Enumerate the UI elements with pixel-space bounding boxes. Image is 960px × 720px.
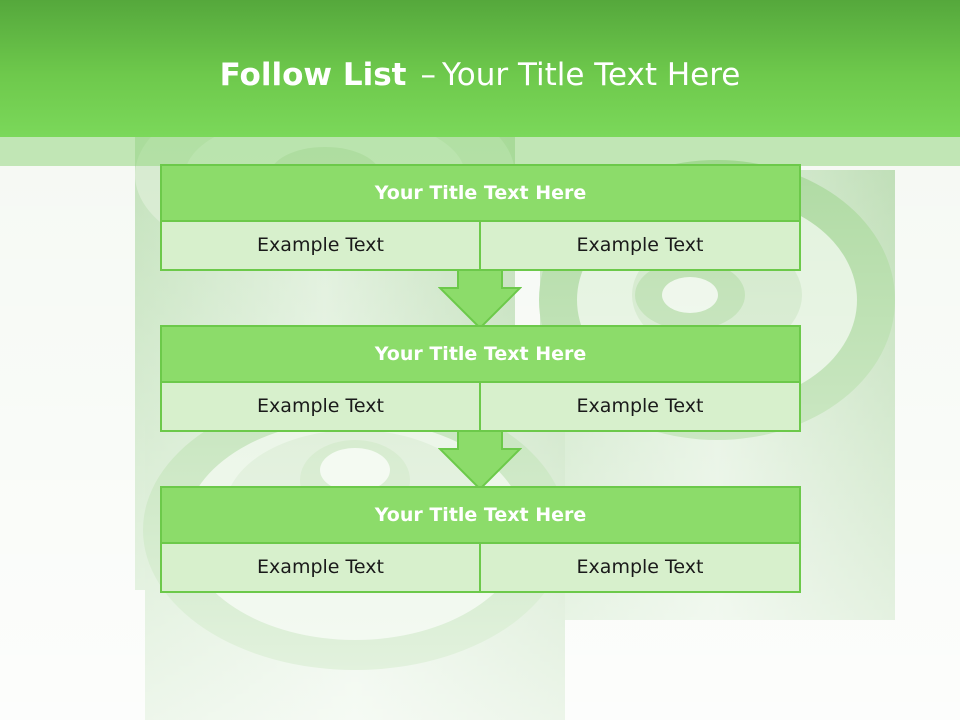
block-title: Your Title Text Here <box>160 164 801 222</box>
block-cell-left: Example Text <box>160 381 481 432</box>
block-title: Your Title Text Here <box>160 325 801 383</box>
block-cell-left: Example Text <box>160 220 481 271</box>
block-title: Your Title Text Here <box>160 486 801 544</box>
down-arrow-icon <box>438 431 522 491</box>
slide-title-rest: Your Title Text Here <box>441 57 741 93</box>
title-bar-strip <box>0 137 960 166</box>
slide-title-separator: – <box>420 57 436 93</box>
down-arrow-icon <box>438 270 522 330</box>
block-cell-right: Example Text <box>479 542 801 593</box>
slide-title-bold: Follow List <box>219 57 407 93</box>
block-cell-right: Example Text <box>479 381 801 432</box>
slide-title: Follow List–Your Title Text Here <box>0 52 960 98</box>
block-cell-right: Example Text <box>479 220 801 271</box>
title-bar <box>0 0 960 137</box>
block-cell-left: Example Text <box>160 542 481 593</box>
